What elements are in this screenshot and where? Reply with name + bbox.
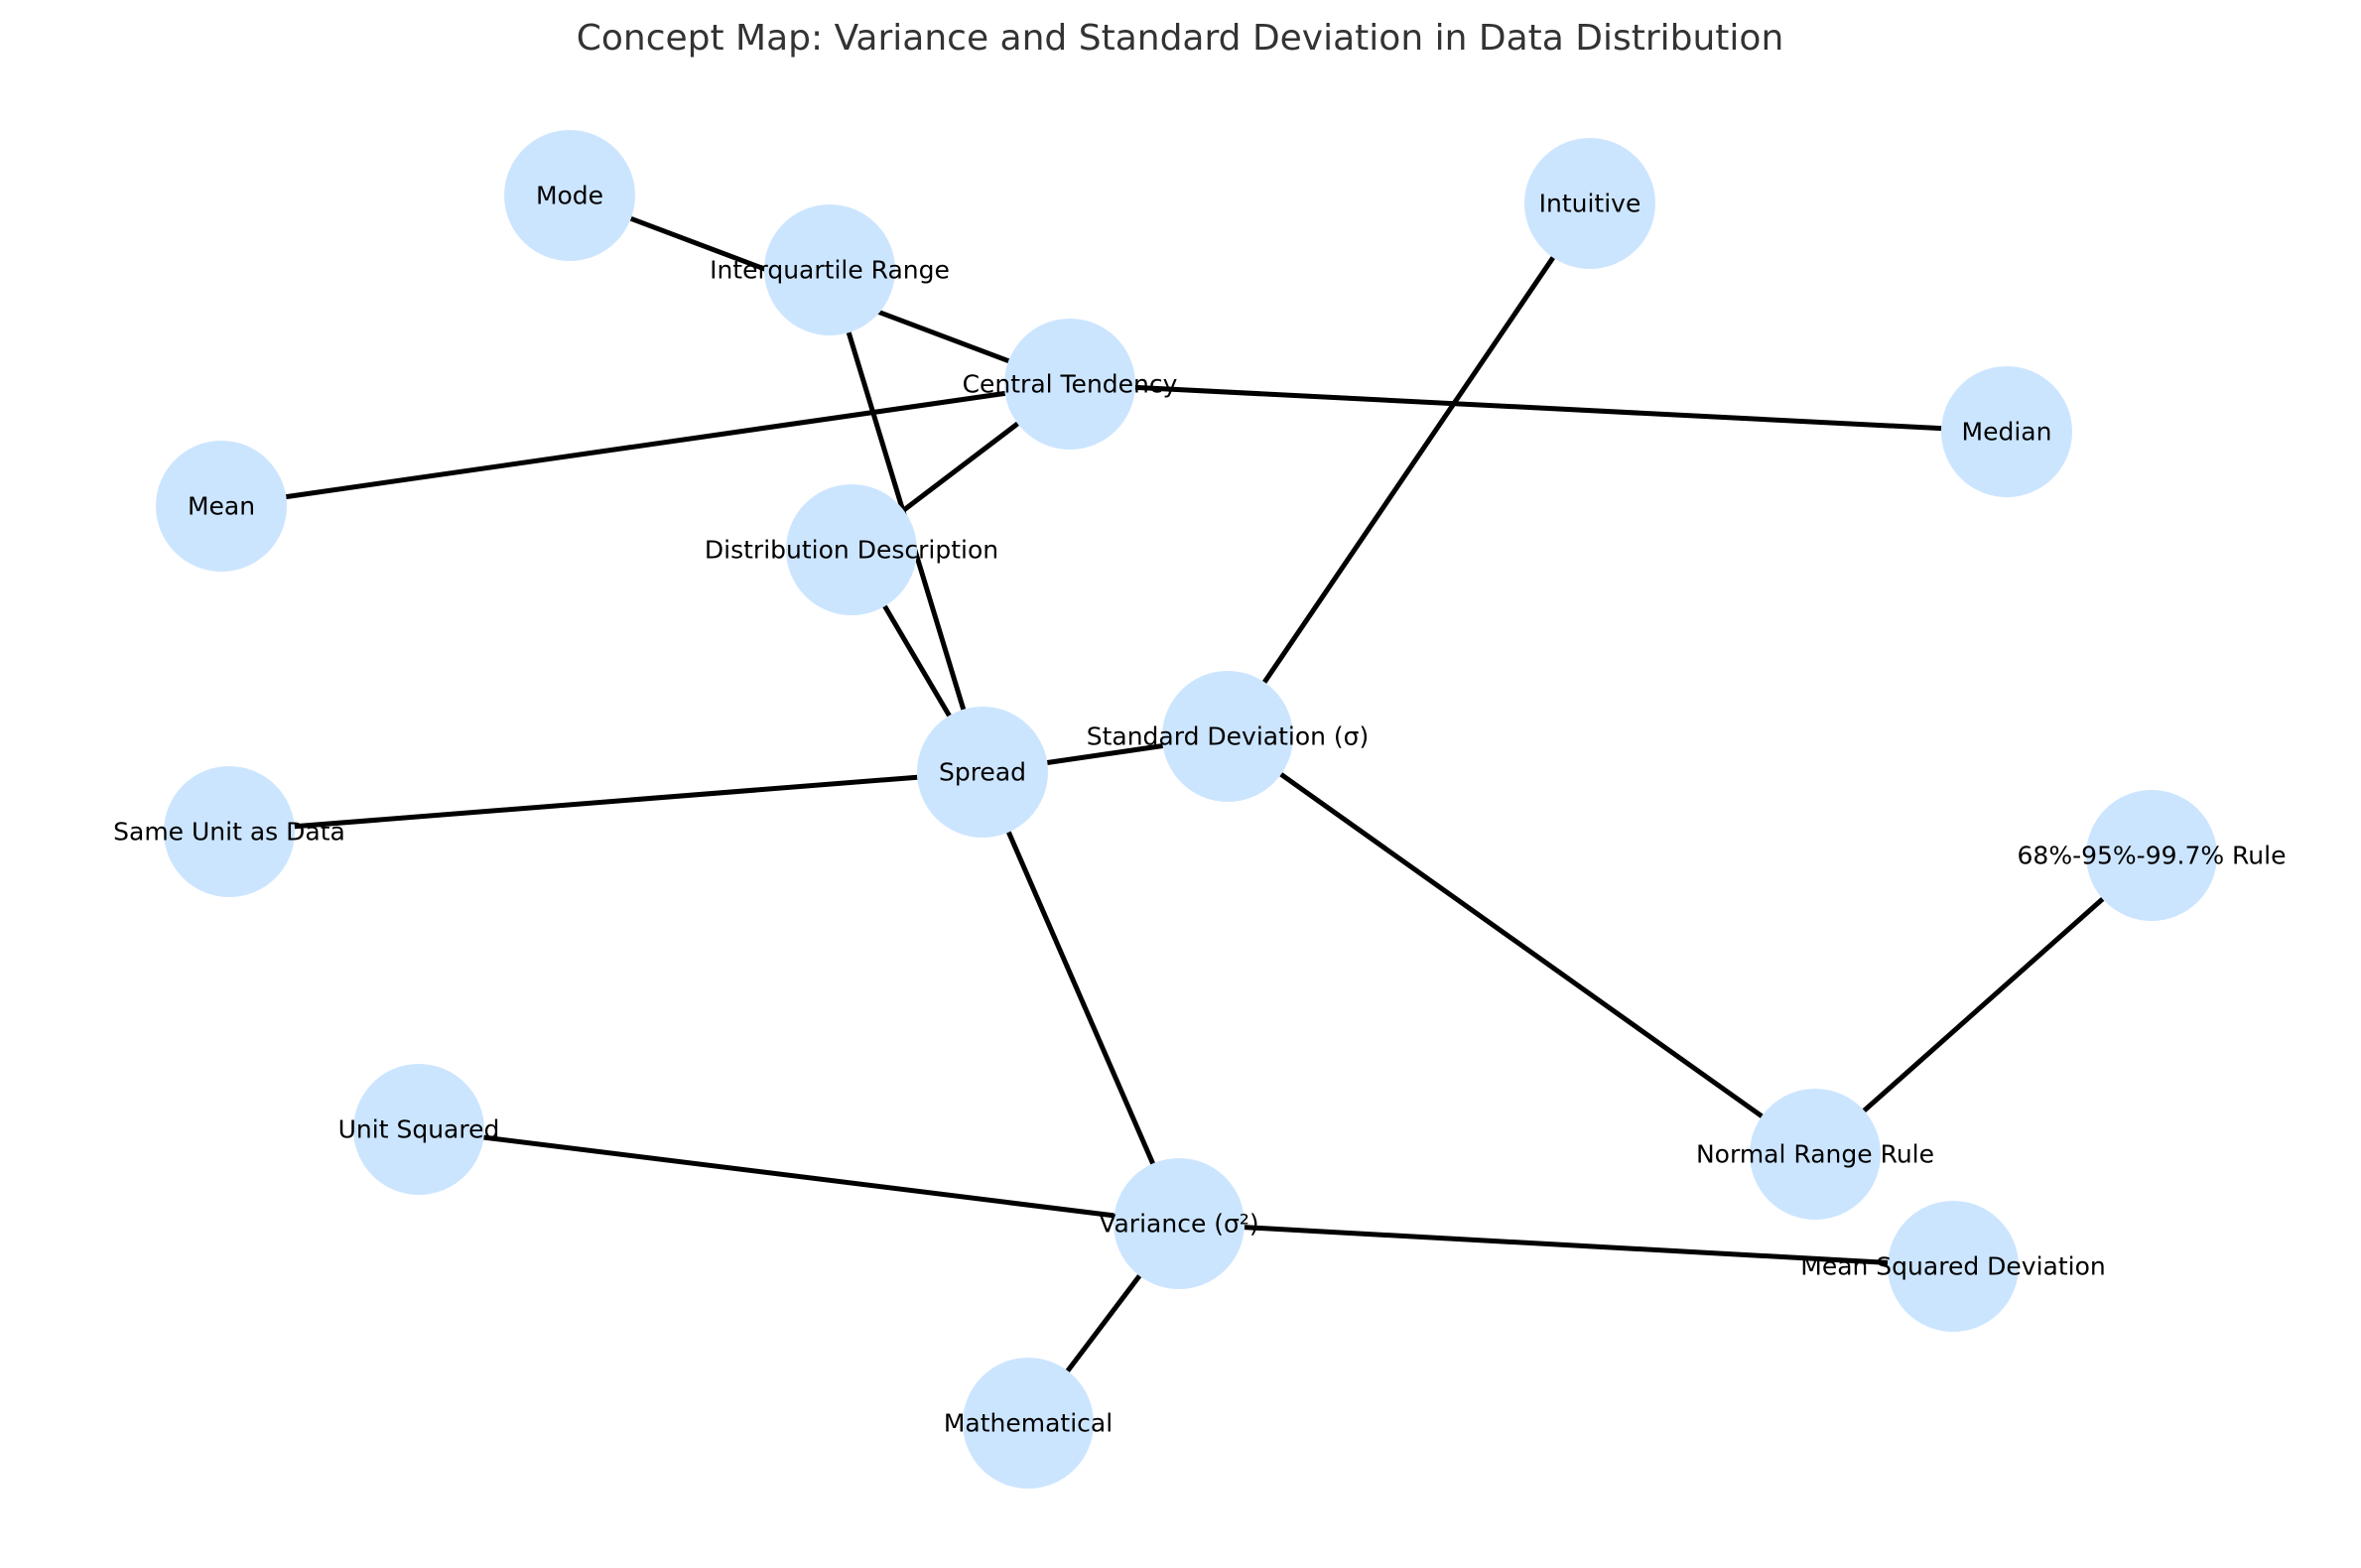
node-circle-median [1941,366,2072,497]
diagram-title: Concept Map: Variance and Standard Devia… [577,18,1784,59]
node-label-mode: Mode [536,182,603,210]
edge-variance-msd [1244,1225,1889,1265]
node-circle-central [1004,319,1135,450]
node-circle-mean [156,441,287,572]
edge-central-mean [285,390,1006,500]
node-circle-sameunit [164,766,295,897]
node-sameunit: Same Unit as Data [113,766,345,897]
node-circle-variance [1114,1158,1245,1289]
node-circle-spread [917,707,1048,838]
edge-stddev-intuitive [1262,256,1555,684]
node-label-stddev: Standard Deviation (σ) [1087,722,1370,751]
node-label-normal: Normal Range Rule [1696,1140,1934,1169]
edge-distdesc-spread [882,604,952,718]
node-iqr: Interquartile Range [710,204,950,335]
node-rule: 68%-95%-99.7% Rule [2018,790,2287,921]
edge-stddev-normal [1279,772,1764,1118]
node-central: Central Tendency [963,319,1178,450]
edge-normal-rule [1862,896,2105,1113]
node-median: Median [1941,366,2072,497]
edge-spread-variance [1006,831,1155,1165]
node-unitsq: Unit Squared [338,1064,500,1195]
node-circle-normal [1750,1089,1881,1220]
edge-variance-math [1065,1274,1142,1372]
node-stddev: Standard Deviation (σ) [1087,671,1370,802]
edge-central-distdesc [902,421,1019,513]
node-circle-mode [504,130,635,261]
edge-variance-unitsq [483,1134,1115,1219]
edge-spread-stddev [1046,743,1164,765]
node-circle-unitsq [353,1064,484,1195]
node-label-intuitive: Intuitive [1539,190,1641,218]
node-circle-stddev [1162,671,1293,802]
node-circle-distdesc [786,484,917,615]
node-normal: Normal Range Rule [1696,1089,1934,1220]
node-label-central: Central Tendency [963,370,1178,399]
node-label-sameunit: Same Unit as Data [113,818,345,847]
node-distdesc: Distribution Description [705,484,998,615]
node-label-iqr: Interquartile Range [710,256,950,285]
node-intuitive: Intuitive [1524,138,1655,269]
node-label-median: Median [1962,418,2052,447]
node-label-distdesc: Distribution Description [705,536,998,565]
node-label-rule: 68%-95%-99.7% Rule [2018,842,2287,870]
node-mean: Mean [156,441,287,572]
node-label-math: Mathematical [944,1409,1113,1438]
node-math: Mathematical [944,1358,1113,1489]
node-mode: Mode [504,130,635,261]
node-msd: Mean Squared Deviation [1800,1201,2106,1332]
node-circle-intuitive [1524,138,1655,269]
node-variance: Variance (σ²) [1099,1158,1259,1289]
node-circle-msd [1888,1201,2019,1332]
node-label-variance: Variance (σ²) [1099,1210,1258,1239]
node-label-spread: Spread [939,758,1026,787]
node-circle-math [963,1358,1094,1489]
node-spread: Spread [917,707,1048,838]
edge-spread-sameunit [294,774,918,830]
edges-layer [285,215,2105,1372]
node-circle-iqr [764,204,895,335]
node-circle-rule [2086,790,2217,921]
edge-central-median [1134,384,1942,432]
node-label-mean: Mean [188,492,255,521]
node-label-unitsq: Unit Squared [338,1115,500,1144]
node-label-msd: Mean Squared Deviation [1800,1252,2105,1281]
